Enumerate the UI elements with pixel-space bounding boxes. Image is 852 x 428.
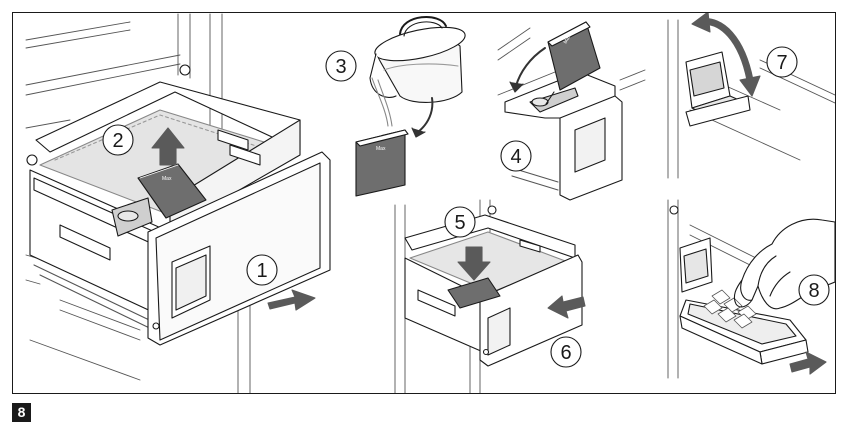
step-2-label: 2 (112, 130, 123, 152)
step-3-marker (325, 50, 357, 82)
panel-tilt-tray: 7 (667, 13, 835, 179)
step-1-label: 1 (256, 260, 267, 282)
step-8-label: 8 (808, 280, 819, 302)
figure-number-badge: 8 (12, 403, 31, 422)
svg-text:Max: Max (376, 146, 386, 152)
panel-pitcher-pour: Max 3 (325, 15, 466, 197)
step-6-marker (550, 336, 582, 368)
svg-text:Max: Max (162, 176, 172, 182)
panel-take-ice: 8 (667, 199, 835, 379)
step-5-label: 5 (454, 212, 465, 234)
step-7-label: 7 (776, 52, 787, 74)
step-3-label: 3 (335, 56, 346, 78)
panel-large-drawer: Max 2 1 (25, 13, 331, 393)
step-8-marker (798, 274, 830, 306)
panel-insert-pack: Max 4 (497, 21, 646, 201)
step-4-label: 4 (510, 146, 521, 168)
step-2-marker (102, 124, 134, 156)
step-4-marker (500, 140, 532, 172)
step-6-label: 6 (560, 342, 571, 364)
step-7-marker (766, 46, 798, 78)
svg-text:Max: Max (563, 33, 573, 45)
panel-small-drawer: 5 6 (394, 199, 586, 393)
step-5-marker (444, 206, 476, 238)
step-1-marker (246, 254, 278, 286)
